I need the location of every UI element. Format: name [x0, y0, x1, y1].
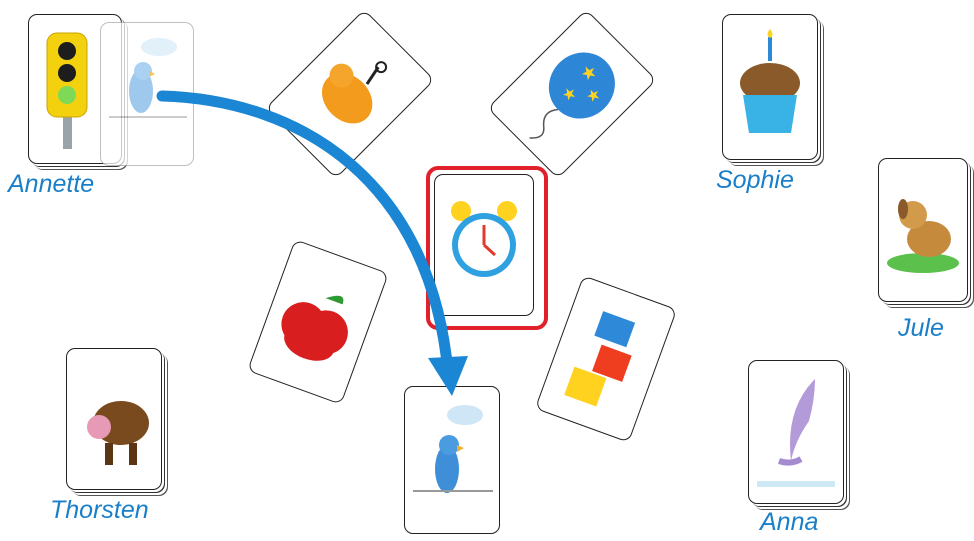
apple-icon	[248, 240, 387, 403]
card-blocks[interactable]	[535, 275, 678, 443]
player-name-annette: Annette	[8, 170, 94, 199]
dolphin-icon	[749, 361, 843, 503]
card-toy-elephant[interactable]	[265, 9, 435, 179]
jule-card-dog[interactable]	[878, 158, 968, 302]
player-name-anna: Anna	[760, 508, 818, 537]
cow-icon	[67, 349, 161, 489]
dog-icon	[879, 159, 967, 301]
player-name-thorsten: Thorsten	[50, 496, 149, 525]
balloon-icon: ★ ★ ★	[489, 11, 656, 178]
annette-card-parrot[interactable]	[100, 22, 194, 166]
parrot-icon	[101, 23, 193, 165]
player-name-jule: Jule	[898, 314, 944, 343]
blocks-icon	[536, 276, 676, 441]
thorsten-card-cow[interactable]	[66, 348, 162, 490]
sophie-card-cupcake[interactable]	[722, 14, 818, 160]
player-name-sophie: Sophie	[716, 166, 794, 195]
card-apple[interactable]	[247, 239, 389, 405]
alarm-clock-icon	[435, 175, 533, 315]
parrot-icon	[405, 387, 499, 533]
card-alarm-clock[interactable]	[434, 174, 534, 316]
card-parrot-bottom[interactable]	[404, 386, 500, 534]
toy-elephant-icon	[267, 11, 434, 178]
anna-card-dolphin[interactable]	[748, 360, 844, 504]
card-balloon[interactable]: ★ ★ ★	[487, 9, 657, 179]
cupcake-icon	[723, 15, 817, 159]
